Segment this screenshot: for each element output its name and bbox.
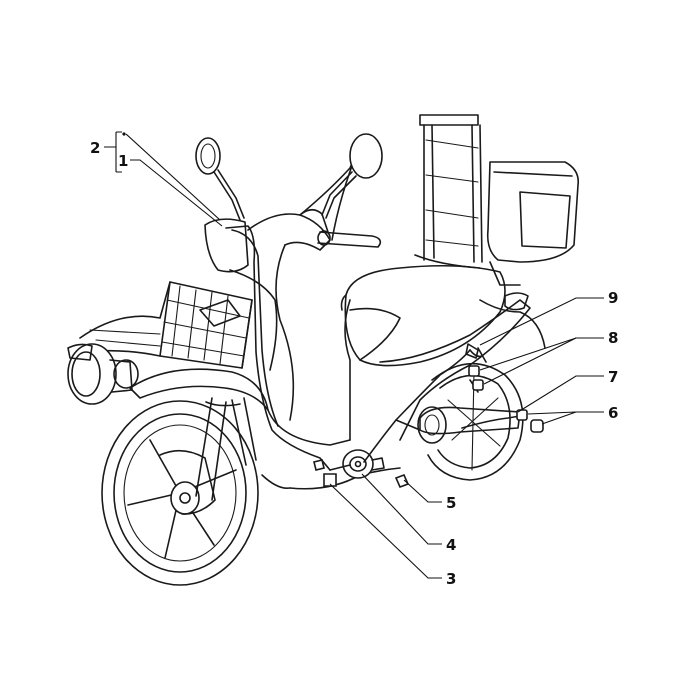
left-mirror (195, 137, 245, 221)
callout-label-2: 2 (90, 139, 100, 157)
front-wheel (101, 400, 259, 586)
callout-5: 5 (403, 479, 456, 512)
callout-8: 8 (479, 329, 618, 385)
callout-label-7: 7 (608, 368, 618, 386)
rear-connectors (465, 343, 544, 433)
callout-label-6: 6 (608, 404, 618, 422)
right-mirror (321, 133, 383, 219)
callout-6: 6 (527, 404, 618, 425)
headlamp (67, 343, 139, 405)
connector-parts (313, 459, 410, 489)
front-rack (79, 281, 253, 369)
callout-label-3: 3 (446, 570, 456, 588)
callout-9: 9 (479, 289, 618, 346)
callout-1: 1 (118, 152, 223, 227)
seat (340, 264, 506, 367)
callout-label-4: 4 (446, 536, 456, 554)
callout-7: 7 (517, 368, 618, 413)
callout-3: 3 (329, 483, 456, 588)
callout-label-5: 5 (446, 494, 456, 512)
front-shield (204, 149, 359, 421)
handlebar (299, 208, 382, 248)
callout-4: 4 (361, 473, 456, 554)
engine-swingarm (417, 406, 521, 444)
callout-label-1: 1 (118, 152, 128, 170)
front-fork (195, 397, 257, 501)
wiring-harness (225, 225, 521, 471)
horn-part (342, 449, 385, 479)
callout-label-9: 9 (608, 289, 618, 307)
scooter-body (261, 292, 546, 490)
callout-label-8: 8 (608, 329, 618, 347)
callout-2: 2 (90, 131, 221, 221)
rear-top-case (414, 114, 580, 286)
